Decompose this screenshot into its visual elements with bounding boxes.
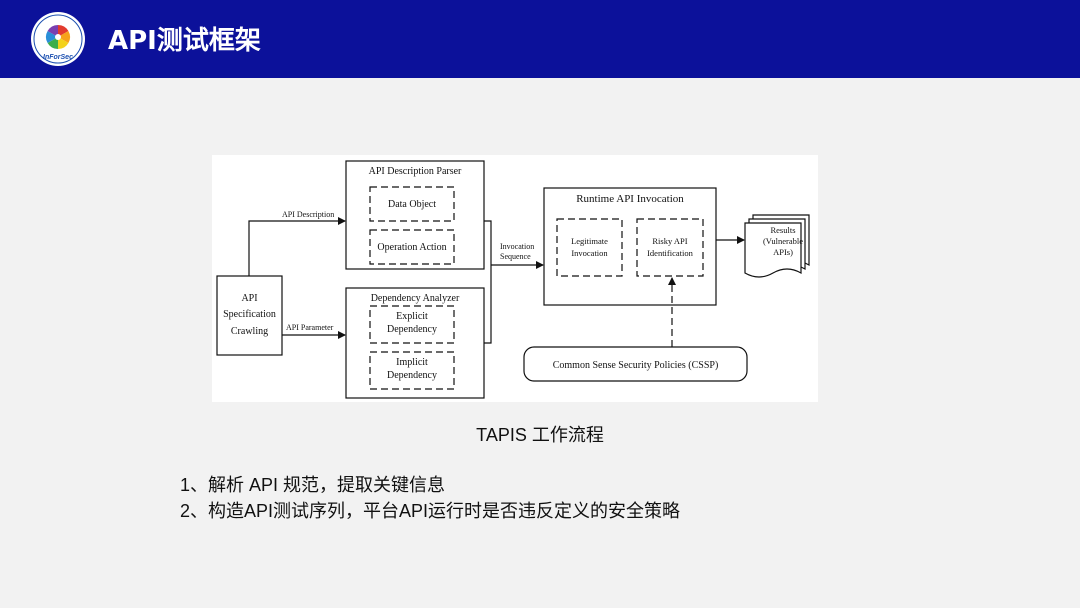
risky-label-2: Identification (647, 248, 694, 258)
results-node (744, 214, 810, 278)
operation-action-node (369, 229, 455, 265)
api-spec-label-3: Crawling (231, 326, 268, 337)
implicit-label-1: Implicit (396, 357, 428, 368)
figure-caption: TAPIS 工作流程 (476, 425, 604, 445)
api-spec-node (216, 275, 283, 356)
analyzer-title: Dependency Analyzer (371, 293, 460, 304)
results-label-1: Results (770, 225, 795, 235)
api-spec-label-2: Specification (223, 309, 276, 320)
merge-bracket (484, 220, 492, 344)
implicit-label-2: Dependency (387, 370, 437, 381)
edge-label-invocation: Invocation (500, 242, 534, 251)
explicit-label-2: Dependency (387, 324, 437, 335)
point-1: 1、解析 API 规范，提取关键信息 (180, 475, 446, 495)
edge-label-api-parameter: API Parameter (286, 323, 334, 332)
cssp-label: Common Sense Security Policies (CSSP) (553, 360, 719, 371)
explicit-label-1: Explicit (396, 311, 428, 322)
page-title: API测试框架 (108, 26, 261, 56)
key-points: 1、解析 API 规范，提取关键信息 2、构造API测试序列，平台API运行时是… (180, 472, 680, 524)
tapis-workflow-diagram: API Specification Crawling API Descripti… (212, 155, 818, 402)
explicit-dependency-node (369, 305, 455, 344)
edge-api-description (248, 217, 346, 276)
data-object-label: Data Object (388, 199, 436, 210)
results-label-2: (Vulnerable (763, 236, 803, 246)
inforsec-logo: InForSec (31, 12, 85, 66)
risky-api-node (636, 218, 704, 277)
legitimate-label-1: Legitimate (571, 236, 608, 246)
data-object-node (369, 186, 455, 222)
risky-label-1: Risky API (652, 236, 687, 246)
implicit-dependency-node (369, 351, 455, 390)
cssp-node (523, 346, 748, 382)
legitimate-label-2: Invocation (571, 248, 608, 258)
results-label-3: APIs) (773, 247, 793, 257)
logo-label: InForSec (43, 54, 73, 61)
parser-title: API Description Parser (369, 166, 462, 177)
header-bar: InForSec API测试框架 (0, 0, 1080, 78)
api-spec-label-1: API (241, 293, 257, 304)
point-2: 2、构造API测试序列，平台API运行时是否违反定义的安全策略 (180, 501, 681, 521)
edge-label-api-description: API Description (282, 210, 334, 219)
edge-label-sequence: Sequence (500, 252, 531, 261)
runtime-title: Runtime API Invocation (576, 193, 684, 205)
legitimate-invocation-node (556, 218, 623, 277)
operation-action-label: Operation Action (377, 242, 446, 253)
